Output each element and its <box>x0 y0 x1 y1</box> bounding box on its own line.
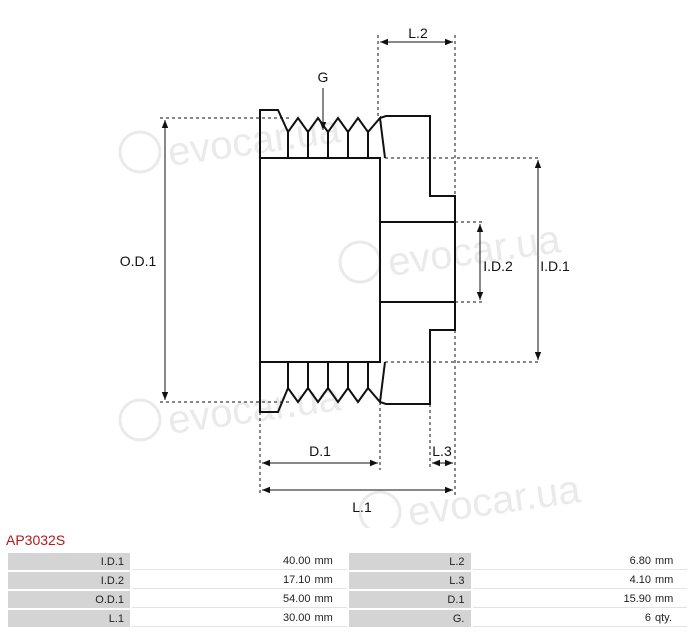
spec-number: 17.10 <box>282 574 311 586</box>
part-number-title: AP3032S <box>6 532 66 548</box>
spec-number: 54.00 <box>282 593 311 605</box>
hub-profile-bottom <box>379 302 456 405</box>
spec-unit: mm <box>314 593 333 605</box>
spec-value: 6.80 mm <box>472 553 687 570</box>
spec-unit: mm <box>314 555 333 567</box>
label-d1: D.1 <box>309 443 331 459</box>
spec-number: 15.90 <box>623 593 651 605</box>
spec-value: 6 qty. <box>472 610 687 627</box>
label-g: G <box>318 69 329 85</box>
spec-number: 4.10 <box>629 574 651 586</box>
spec-unit: mm <box>655 574 674 586</box>
watermark-lower-right: evocar.ua <box>358 467 584 528</box>
spec-number: 6.80 <box>629 555 651 567</box>
spec-label: L.2 <box>348 553 471 570</box>
pulley-dimension-drawing: evocar.ua evocar.ua evocar.ua evocar.ua <box>118 25 584 528</box>
watermark-lower-left: evocar.ua <box>118 375 344 443</box>
spec-unit: mm <box>655 555 674 567</box>
label-l3: L.3 <box>432 443 452 459</box>
watermark-text: evocar.ua <box>165 375 344 443</box>
hub-bore <box>379 221 456 303</box>
spec-unit: qty. <box>655 612 672 624</box>
spec-label: D.1 <box>348 591 471 608</box>
spec-unit: mm <box>314 612 333 624</box>
label-id2: I.D.2 <box>483 258 513 274</box>
spec-label: O.D.1 <box>8 591 130 608</box>
watermark-group: evocar.ua evocar.ua evocar.ua evocar.ua <box>118 107 584 528</box>
spec-unit: mm <box>655 593 674 605</box>
spec-number: 40.00 <box>282 555 311 567</box>
pulley-outline <box>259 109 540 413</box>
spec-unit: mm <box>314 574 333 586</box>
watermark-middle: evocar.ua <box>338 217 564 285</box>
hub-profile-top <box>379 115 456 222</box>
label-id1: I.D.1 <box>540 258 570 274</box>
label-l2: L.2 <box>408 25 428 41</box>
dimension-lines <box>160 35 542 495</box>
watermark-text: evocar.ua <box>165 107 344 175</box>
spec-label: I.D.2 <box>8 572 130 589</box>
pulley-body <box>259 157 381 363</box>
watermark-text: evocar.ua <box>405 467 584 528</box>
watermark-top: evocar.ua <box>118 107 344 175</box>
dimension-labels: L.2 G O.D.1 I.D.2 I.D.1 D.1 L.3 L.1 <box>120 25 570 515</box>
spec-label: G. <box>348 610 471 627</box>
spec-value: 4.10 mm <box>472 572 687 589</box>
spec-label: L.3 <box>348 572 471 589</box>
spec-value: 15.90 mm <box>472 591 687 608</box>
watermark-text: evocar.ua <box>385 217 564 285</box>
bottom-groove-profile <box>259 361 386 413</box>
label-l1: L.1 <box>352 499 372 515</box>
spec-label: L.1 <box>8 610 130 627</box>
spec-number: 30.00 <box>282 612 311 624</box>
label-od1: O.D.1 <box>120 253 157 269</box>
spec-number: 6 <box>644 612 651 624</box>
spec-label: I.D.1 <box>8 553 130 570</box>
